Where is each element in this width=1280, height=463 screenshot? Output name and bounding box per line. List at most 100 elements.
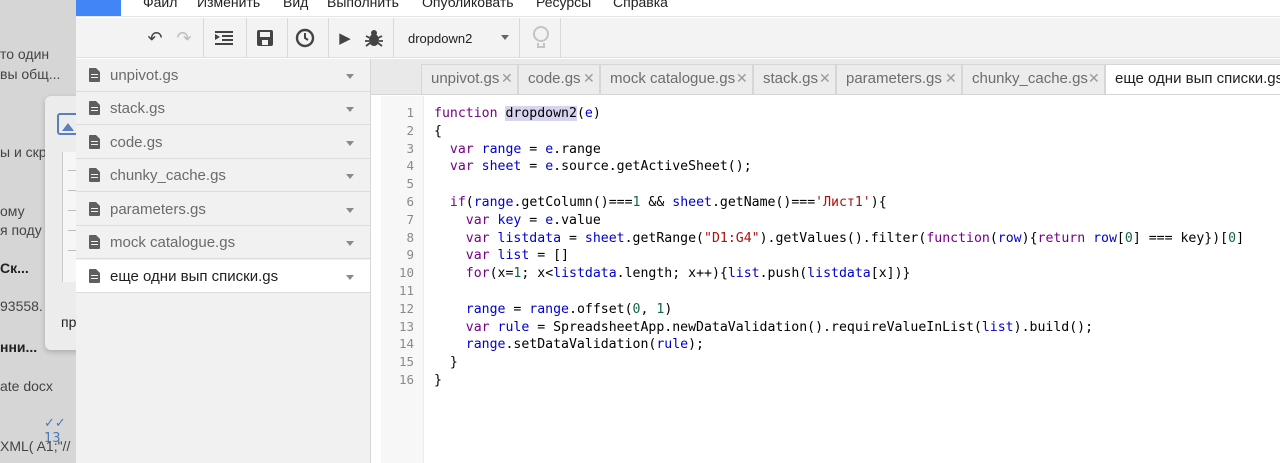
file-list-sidebar: unpivot.gs stack.gs code.gs chunky_cache…: [76, 59, 371, 463]
bg-text-line: вы общ...: [0, 66, 61, 82]
file-item-active[interactable]: еще одни вып списки.gs: [76, 260, 370, 293]
line-number: 3: [406, 140, 414, 156]
undo-icon[interactable]: ↶: [147, 27, 163, 49]
file-item[interactable]: chunky_cache.gs: [76, 159, 370, 192]
code-token: list: [727, 266, 760, 282]
code-token: }: [434, 373, 442, 388]
code-line[interactable]: range = range.offset(0, 1): [434, 301, 673, 319]
close-icon[interactable]: ✕: [1088, 71, 1100, 87]
code-line[interactable]: for(x=1; x<listdata.length; x++){list.pu…: [434, 265, 911, 283]
editor-tab-bar: unpivot.gs ✕ code.gs ✕ mock catalogue.gs…: [371, 59, 1280, 95]
chevron-down-icon[interactable]: [346, 208, 354, 213]
chevron-down-icon: [501, 35, 509, 40]
menu-view[interactable]: Вид: [283, 0, 309, 10]
chevron-down-icon[interactable]: [346, 275, 354, 280]
line-number: 14: [398, 336, 414, 352]
tab-unpivot[interactable]: unpivot.gs ✕: [421, 64, 518, 94]
apps-script-logo[interactable]: [76, 0, 121, 16]
code-token: 0: [1124, 230, 1133, 246]
code-line[interactable]: if(range.getColumn()===1 && sheet.getNam…: [434, 194, 887, 212]
line-number: 10: [398, 265, 414, 281]
tab-active-file[interactable]: еще одни вып списки.gs: [1105, 64, 1280, 94]
close-icon[interactable]: ✕: [583, 71, 595, 87]
document-thumbnail: [62, 152, 80, 282]
menu-publish[interactable]: Опубликовать: [422, 0, 514, 10]
close-icon[interactable]: ✕: [945, 71, 957, 87]
code-line[interactable]: function dropdown2(e): [434, 105, 601, 123]
lightbulb-icon[interactable]: [528, 24, 554, 52]
bg-text-line: то один: [0, 46, 50, 62]
run-icon[interactable]: ▶: [339, 29, 351, 47]
tab-code[interactable]: code.gs ✕: [518, 64, 600, 94]
code-token: 'Лист1': [815, 195, 871, 210]
file-item[interactable]: code.gs: [76, 126, 370, 159]
close-icon[interactable]: ✕: [736, 71, 748, 87]
toolbar: ↶ ↷ ▶ dropdown2: [76, 18, 1280, 58]
code-token: &&: [640, 195, 673, 210]
file-item[interactable]: mock catalogue.gs: [76, 226, 370, 259]
code-token: .source.getActiveSheet();: [553, 159, 752, 175]
file-name: еще одни вып списки.gs: [110, 268, 279, 285]
code-token: listdata: [497, 230, 562, 246]
code-line[interactable]: var range = e.range: [434, 141, 601, 159]
function-select[interactable]: dropdown2: [394, 18, 519, 58]
triggers-clock-icon[interactable]: [292, 24, 318, 52]
menu-help[interactable]: Справка: [613, 0, 668, 10]
code-line[interactable]: range.setDataValidation(rule);: [434, 336, 704, 354]
menu-edit[interactable]: Изменить: [197, 0, 261, 10]
save-icon[interactable]: [252, 24, 278, 52]
code-token: ): [592, 106, 601, 121]
file-icon: [89, 202, 100, 216]
menu-resources[interactable]: Ресурсы: [536, 0, 592, 10]
tab-stack[interactable]: stack.gs ✕: [753, 64, 836, 94]
code-token: rule: [656, 337, 689, 353]
background-app: то один вы общ... ы и скр ому я поду Ск.…: [0, 0, 80, 463]
chevron-down-icon[interactable]: [346, 141, 354, 146]
code-token: sheet: [672, 195, 712, 210]
code-line[interactable]: var sheet = e.source.getActiveSheet();: [434, 158, 752, 176]
code-line[interactable]: }: [434, 372, 442, 390]
file-icon: [89, 168, 100, 182]
close-icon[interactable]: ✕: [501, 71, 513, 87]
code-line[interactable]: var list = []: [434, 247, 569, 265]
doc-line: [68, 210, 78, 211]
redo-icon[interactable]: ↷: [176, 27, 192, 49]
code-line[interactable]: {: [434, 123, 442, 141]
code-token: 0: [632, 301, 641, 317]
code-token: function: [434, 106, 506, 121]
toolbar-divider: [393, 18, 394, 58]
chevron-down-icon[interactable]: [346, 241, 354, 246]
tab-chunky-cache[interactable]: chunky_cache.gs ✕: [962, 64, 1105, 94]
toolbar-divider: [287, 18, 288, 58]
code-token: =: [521, 141, 546, 157]
chevron-down-icon[interactable]: [346, 74, 354, 79]
tab-mock-catalogue[interactable]: mock catalogue.gs ✕: [600, 64, 753, 94]
debug-bug-icon[interactable]: [361, 24, 387, 52]
file-item[interactable]: stack.gs: [76, 92, 370, 125]
tab-label: mock catalogue.gs: [610, 70, 736, 87]
close-icon[interactable]: ✕: [819, 71, 831, 87]
chevron-down-icon[interactable]: [346, 107, 354, 112]
function-select-value: dropdown2: [408, 30, 473, 46]
code-token: .length; x++){: [616, 266, 728, 282]
code-line[interactable]: var rule = SpreadsheetApp.newDataValidat…: [434, 319, 1093, 337]
indent-icon[interactable]: [211, 24, 237, 52]
code-token: [434, 337, 466, 352]
chevron-down-icon[interactable]: [346, 174, 354, 179]
code-line[interactable]: var key = e.value: [434, 212, 601, 230]
code-line[interactable]: }: [434, 354, 458, 372]
bulb-glass: [533, 26, 549, 42]
file-item[interactable]: parameters.gs: [76, 193, 370, 226]
code-line[interactable]: var listdata = sheet.getRange("D1:G4").g…: [434, 230, 1244, 248]
menu-file[interactable]: Файл: [143, 0, 178, 10]
code-token: ]: [1236, 230, 1245, 246]
file-item[interactable]: unpivot.gs: [76, 59, 370, 92]
menu-run[interactable]: Выполнить: [327, 0, 399, 10]
code-token: var: [465, 212, 498, 228]
tab-parameters[interactable]: parameters.gs ✕: [836, 64, 962, 94]
code-token: ,: [640, 301, 657, 317]
code-token: var: [465, 319, 498, 335]
bg-text-line: я поду: [0, 222, 42, 238]
